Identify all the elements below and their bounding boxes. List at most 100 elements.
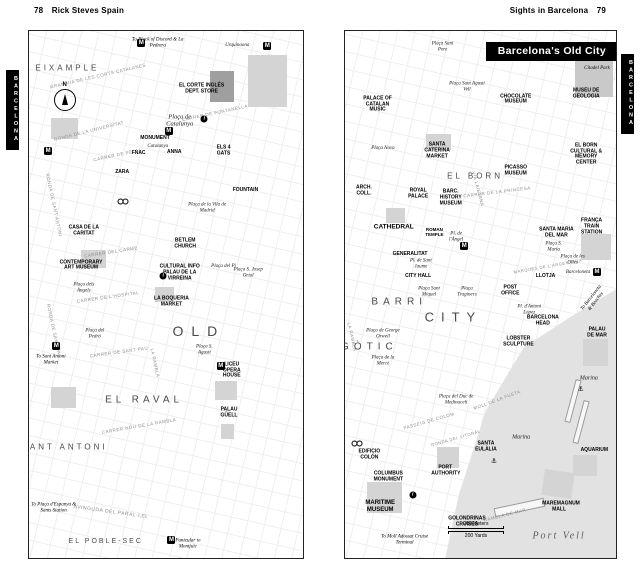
poi-label: SANTA MARIA DEL MAR — [539, 226, 574, 238]
building-block — [248, 54, 287, 108]
poi-label: MAREMAGNUM MALL — [542, 500, 580, 512]
street-label: PASSEIG DE COLOM — [402, 411, 455, 431]
plaza-label: Plaça de les Olles — [560, 254, 585, 266]
note-label: To Plaça d'Espanya & Sants Station — [31, 502, 77, 513]
poi-label: SANTA CATERINA MARKET — [424, 141, 450, 160]
poi-label: BETLEM CHURCH — [174, 237, 196, 250]
note-label: Funicular to Montjuïc — [175, 538, 201, 549]
scale-yards: 200 Yards — [447, 531, 504, 539]
poi-label: ANNA — [166, 148, 182, 155]
poi-label: MONUMENT — [140, 135, 170, 142]
scale-meters: 200 Meters — [447, 521, 504, 530]
poi-label: CATHEDRAL — [373, 223, 414, 231]
right-page-number: 79 — [596, 6, 606, 15]
right-page-title: Sights in Barcelona — [509, 6, 589, 15]
poi-label: CITY HALL — [405, 273, 432, 280]
street-label: LA RAMBLA — [149, 348, 161, 378]
street-label: CARRER NOU DE LA RAMBLA — [100, 417, 177, 436]
boat-icon: ⚓ — [577, 385, 584, 394]
metro-icon: M — [263, 41, 272, 50]
building-block — [572, 455, 597, 477]
right-page-side-tab: BARCELONA — [621, 54, 634, 134]
street-label: RONDA DE SANT ANTONI — [44, 172, 63, 238]
map-old-city-east: Barcelona's Old City 200 Meters 200 Yard… — [344, 30, 617, 559]
anchor-icon: ⚓ — [490, 456, 498, 465]
district-label: EL RAVAL — [105, 394, 184, 406]
poi-label: EL CORTE INGLÉS DEPT. STORE — [179, 82, 225, 94]
plaza-label: Plaça S. Maria — [545, 241, 562, 253]
street-label: CARRER DE SANT PAU — [89, 345, 149, 359]
plaza-label: Plaça Sant Agustí Vell — [449, 81, 485, 92]
poi-label: MUSEU DE GEOLOGIA — [572, 87, 600, 100]
building-block — [541, 469, 575, 500]
building-block — [220, 423, 235, 440]
district-label: EL BORN — [447, 171, 503, 181]
plaza-label: Pl. d'Antoni López — [517, 304, 542, 316]
right-page-header: Sights in Barcelona 79 — [510, 6, 612, 15]
poi-label: EDIFICIO COLÓN — [358, 448, 381, 461]
building-block — [81, 249, 106, 269]
plaza-label: Plaça de la Mercè — [371, 355, 395, 366]
poi-label: PALACE OF CATALAN MUSIC — [363, 95, 392, 113]
street-label: RONDA DE SANT PAU — [45, 303, 62, 359]
plaza-label: Plaça Traginers — [457, 286, 477, 297]
plaza-label: Plaça del Duc de Medinaceli — [438, 394, 474, 405]
poi-label: CHOCOLATE MUSEUM — [500, 92, 532, 105]
compass-needle-icon — [61, 93, 68, 105]
metro-icon: M — [460, 242, 469, 251]
poi-label: LOBSTER SCULPTURE — [503, 335, 534, 347]
street-label: CARRER DE LA PRINCESA — [462, 185, 531, 199]
district-label: EL POBLE-SEC — [68, 538, 143, 546]
poi-label: GENERALITAT — [392, 251, 428, 258]
metro-icon: M — [137, 39, 146, 48]
metro-icon: M — [593, 268, 602, 277]
metro-icon: M — [164, 127, 173, 136]
street-label: AVINGUDA DEL PARAL·LEL — [73, 504, 150, 521]
poi-label: COLUMBUS MONUMENT — [373, 470, 404, 482]
poi-label: BARC. HISTORY MUSEUM — [439, 188, 462, 206]
poi-label: ELS 4 GATS — [216, 144, 231, 157]
poi-label: POST OFFICE — [501, 284, 520, 296]
poi-label: CULTURAL INFO PALAU DE LA VIRREINA — [159, 263, 200, 282]
bike-icon — [351, 440, 363, 447]
info-icon: i — [409, 491, 417, 499]
poi-label: BARCELONA HEAD — [526, 314, 559, 326]
portvell-label: Port Vell — [532, 530, 586, 542]
poi-label: ROYAL PALACE — [408, 187, 429, 200]
plaza-label: Plaça S. Agustí — [196, 344, 213, 355]
poi-label: PALAU GÜELL — [220, 406, 238, 419]
metro-icon: M — [167, 535, 176, 544]
district-label: CITY — [424, 309, 483, 325]
district-label: GÒTIC — [344, 341, 398, 353]
poi-label: GOLONDRINAS CRUISES — [448, 515, 486, 528]
poi-label: ARCH. COLL. — [356, 184, 372, 197]
map-scale-bar: 200 Meters 200 Yards — [447, 521, 504, 539]
poi-label: CONTEMPORARY ART MUSEUM — [59, 258, 103, 271]
plaza-label: Plaça dels Àngels — [73, 282, 95, 294]
district-label: BARRI — [371, 296, 427, 308]
plaza-label: Plaça Nova — [371, 146, 395, 152]
building-block — [209, 70, 235, 103]
plaza-label: Plaça de la Vila de Madrid — [188, 202, 227, 214]
plaza-label: Plaça del Pi — [211, 264, 236, 270]
building-block — [426, 133, 451, 150]
building-block — [366, 481, 402, 514]
building-block — [385, 207, 405, 224]
poi-label: ZARA — [115, 169, 130, 176]
plaza-label: Catalunya — [147, 144, 169, 150]
poi-label: AQUARIUM — [580, 447, 609, 454]
info-icon: i — [200, 115, 208, 123]
plaza-label: Plaça Sant Pere — [431, 41, 454, 52]
poi-label: EL BORN CULTURAL & MEMORY CENTER — [570, 142, 603, 166]
compass-icon: N — [53, 82, 76, 111]
building-block — [50, 117, 79, 140]
left-page-title: Rick Steves Spain — [51, 6, 125, 15]
bike-icon — [117, 198, 129, 205]
metro-icon: M — [216, 361, 225, 370]
poi-label: PICASSO MUSEUM — [504, 164, 527, 177]
poi-label: SANTA EULÀLIA — [475, 440, 497, 453]
poi-label: LLOTJA — [535, 273, 556, 280]
plaza-label: Pl. de l'Àngel — [449, 231, 464, 243]
